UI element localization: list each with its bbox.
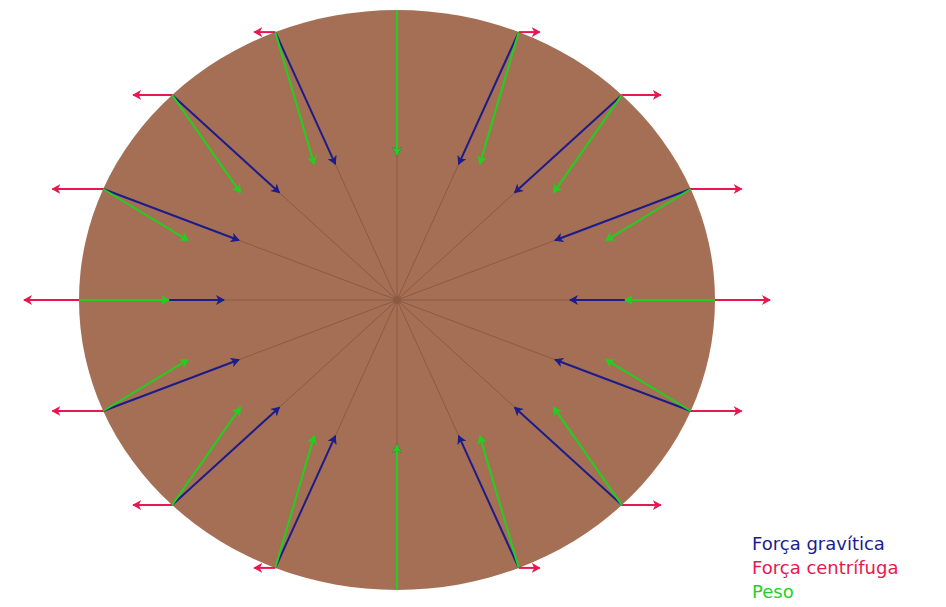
legend-entry: Força gravítica [752,532,898,556]
weight-arrow [625,299,715,301]
force-arrows [24,10,770,590]
weight-arrow [554,95,622,193]
legend-entry: Peso [752,580,898,604]
radial-line [275,300,397,568]
weight-arrow [480,436,519,568]
weight-arrow [103,189,188,240]
weight-arrow [172,407,240,505]
radial-line [397,32,519,300]
gravity-arrow [79,299,224,301]
radial-line [172,95,397,300]
gravity-arrow [515,95,622,193]
legend: Força gravíticaForça centrífugaPeso [752,532,898,604]
legend-entry: Força centrífuga [752,556,898,580]
radial-line [397,10,398,300]
radial-line [397,95,622,300]
centrifugal-arrow [133,94,172,96]
weight-arrow [172,95,240,193]
gravity-arrow [555,189,691,240]
weight-arrow [396,10,398,155]
gravity-arrow [515,407,622,505]
earth-body [79,10,715,590]
radial-line [103,300,397,411]
gravity-arrow [275,32,335,164]
weight-arrow [480,32,519,164]
gravity-arrow [275,436,335,568]
weight-arrow [554,407,622,505]
centrifugal-arrow [691,188,742,190]
radial-lines [79,10,715,590]
weight-arrow [275,436,314,568]
centrifugal-arrow [254,31,275,33]
radial-line [275,32,397,300]
radial-line [103,189,397,300]
radial-line [397,300,691,411]
gravity-arrow [459,32,519,164]
weight-arrow [79,299,169,301]
radial-line [397,300,398,590]
radial-line [397,189,691,300]
weight-arrow [275,32,314,164]
centrifugal-arrow [691,410,742,412]
radial-line [397,300,622,505]
weight-arrow [606,189,691,240]
gravity-arrow [459,436,519,568]
gravity-arrow [555,360,691,411]
centrifugal-arrow [52,410,103,412]
centrifugal-arrow [254,567,275,569]
weight-arrow [396,445,398,590]
centrifugal-arrow [622,504,661,506]
earth-center [393,296,401,304]
centrifugal-arrow [622,94,661,96]
centrifugal-arrow [519,567,540,569]
weight-arrow [606,360,691,411]
centrifugal-arrow [715,299,770,301]
gravity-arrow [172,407,279,505]
gravity-arrow [172,95,279,193]
centrifugal-arrow [133,504,172,506]
gravity-arrow [396,445,398,590]
weight-arrow [103,360,188,411]
radial-line [397,300,715,301]
radial-line [397,300,519,568]
centrifugal-arrow [52,188,103,190]
gravity-arrow [103,189,239,240]
radial-line [172,300,397,505]
gravity-arrow [396,10,398,155]
centrifugal-arrow [24,299,79,301]
radial-line [79,300,397,301]
centrifugal-arrow [519,31,540,33]
gravity-arrow [570,299,715,301]
gravity-arrow [103,360,239,411]
